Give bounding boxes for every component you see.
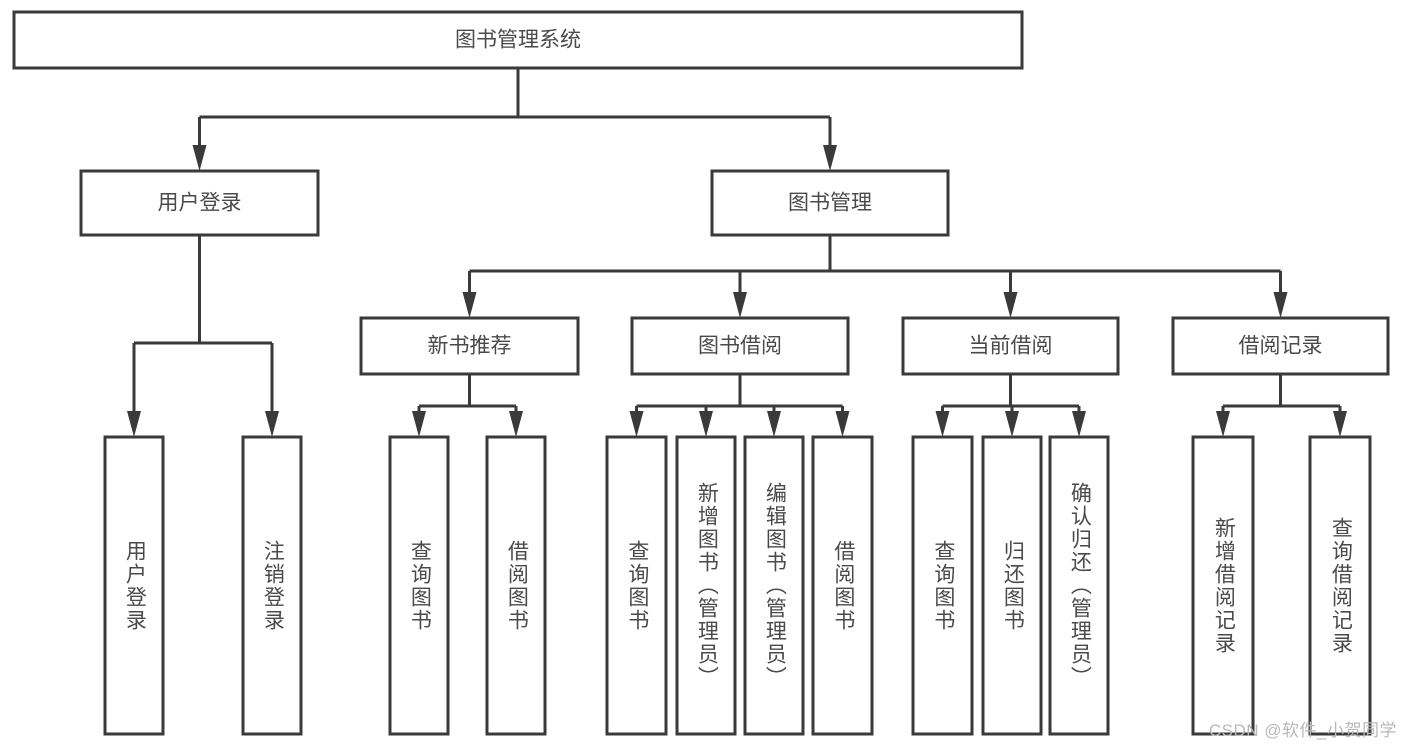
node-leaf-borrow-books-borrow-box[interactable] bbox=[811, 435, 874, 736]
node-leaf-user-login-label: 用户登录 bbox=[123, 539, 147, 632]
arrow-down-icon bbox=[265, 411, 279, 437]
arrow-down-icon bbox=[1072, 411, 1086, 437]
node-leaf-logout-login-box[interactable] bbox=[241, 435, 303, 736]
arrow-down-icon bbox=[767, 411, 781, 437]
node-leaf-query-borrow-record-label: 查询借阅记录 bbox=[1329, 516, 1353, 655]
node-leaf-query-books-current-label: 查询图书 bbox=[931, 539, 955, 632]
node-leaf-add-borrow-record-box[interactable] bbox=[1191, 435, 1255, 736]
arrow-down-icon bbox=[127, 411, 141, 437]
node-new-book-recommend-label: 新书推荐 bbox=[428, 335, 512, 358]
node-user-login-box[interactable] bbox=[79, 169, 320, 237]
node-leaf-edit-book-admin-box[interactable] bbox=[743, 435, 805, 736]
node-borrow-record-label: 借阅记录 bbox=[1239, 335, 1323, 358]
arrow-down-icon bbox=[509, 411, 523, 437]
arrow-down-icon bbox=[192, 145, 207, 171]
node-leaf-user-login-box[interactable] bbox=[103, 435, 165, 736]
arrow-down-icon bbox=[412, 411, 426, 437]
root-node-box[interactable] bbox=[12, 10, 1024, 70]
connectors-layer bbox=[127, 68, 1347, 437]
node-leaf-query-books-current-box[interactable] bbox=[911, 435, 974, 736]
arrow-down-icon bbox=[1333, 411, 1347, 437]
node-leaf-logout-login-label: 注销登录 bbox=[261, 539, 285, 632]
node-user-login-label: 用户登录 bbox=[158, 192, 242, 215]
node-current-borrow-box[interactable] bbox=[901, 316, 1120, 376]
node-leaf-add-borrow-record-label: 新增借阅记录 bbox=[1212, 516, 1236, 655]
node-leaf-query-books-borrow-label: 查询图书 bbox=[625, 539, 649, 632]
node-leaf-query-books-recommend-box[interactable] bbox=[388, 435, 450, 736]
arrow-down-icon bbox=[1005, 411, 1019, 437]
node-book-management-label: 图书管理 bbox=[788, 192, 872, 215]
node-book-management-box[interactable] bbox=[710, 169, 950, 237]
node-leaf-query-borrow-record-box[interactable] bbox=[1308, 435, 1372, 736]
arrow-down-icon bbox=[1003, 292, 1018, 318]
node-leaf-add-book-admin-box[interactable] bbox=[675, 435, 737, 736]
arrow-down-icon bbox=[935, 411, 950, 437]
arrow-down-icon bbox=[835, 411, 850, 437]
arrow-down-icon bbox=[1216, 411, 1230, 437]
arrow-down-icon bbox=[462, 292, 477, 318]
arrow-down-icon bbox=[629, 411, 644, 437]
node-leaf-borrow-books-recommend-box[interactable] bbox=[485, 435, 547, 736]
node-book-borrow-box[interactable] bbox=[630, 316, 850, 376]
node-borrow-record-box[interactable] bbox=[1171, 316, 1390, 376]
node-leaf-edit-book-admin-label: 编辑图书（管理员） bbox=[763, 482, 787, 689]
root-node-label: 图书管理系统 bbox=[455, 29, 581, 52]
arrow-down-icon bbox=[699, 411, 713, 437]
node-leaf-add-book-admin-label: 新增图书（管理员） bbox=[695, 482, 719, 689]
node-leaf-query-books-borrow-box[interactable] bbox=[605, 435, 668, 736]
node-new-book-recommend-box[interactable] bbox=[359, 316, 580, 376]
node-book-borrow-label: 图书借阅 bbox=[698, 335, 782, 358]
node-leaf-borrow-books-recommend-label: 借阅图书 bbox=[505, 539, 529, 632]
node-leaf-return-books-box[interactable] bbox=[981, 435, 1043, 736]
arrow-down-icon bbox=[823, 145, 837, 171]
node-leaf-borrow-books-borrow-label: 借阅图书 bbox=[831, 539, 855, 632]
node-leaf-return-books-label: 归还图书 bbox=[1001, 539, 1025, 632]
arrow-down-icon bbox=[1273, 292, 1288, 318]
node-leaf-confirm-return-admin-box[interactable] bbox=[1048, 435, 1110, 736]
boxes-layer bbox=[12, 10, 1390, 736]
node-leaf-query-books-recommend-label: 查询图书 bbox=[408, 539, 432, 632]
node-leaf-confirm-return-admin-label: 确认归还（管理员） bbox=[1068, 482, 1092, 689]
node-current-borrow-label: 当前借阅 bbox=[969, 335, 1053, 358]
arrow-down-icon bbox=[733, 292, 747, 318]
